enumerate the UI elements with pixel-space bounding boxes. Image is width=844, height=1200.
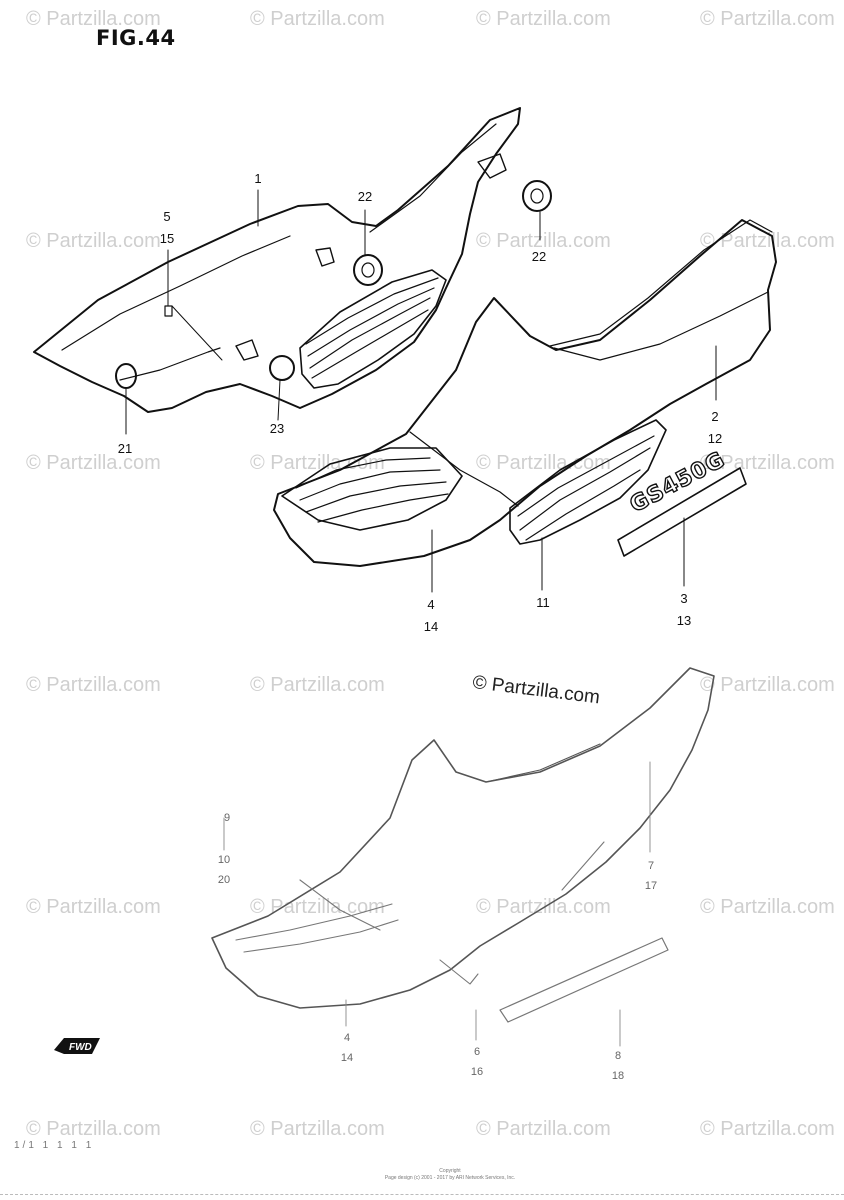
figure-title: FIG.44 [96, 26, 176, 50]
callout-number: 4 [343, 1032, 351, 1044]
callout-number: 3 [680, 591, 688, 606]
callout-number: 22 [531, 249, 547, 264]
vent-louver-lower [281, 447, 463, 531]
forward-direction-arrow-icon: FWD [52, 1034, 102, 1058]
callout-22a: 22 [350, 186, 380, 208]
callout-21: 21 [110, 438, 140, 460]
watermark: © Partzilla.com [26, 674, 161, 696]
callout-number: 20 [217, 874, 231, 886]
watermark: © Partzilla.com [700, 896, 835, 918]
watermark: © Partzilla.com [476, 1118, 611, 1140]
callout-number: 23 [269, 421, 285, 436]
callout-number: 4 [427, 597, 435, 612]
callout-number: 6 [473, 1046, 481, 1058]
grommet-23 [269, 355, 295, 381]
callout-number: 18 [611, 1070, 625, 1082]
callout-9: 9 [212, 808, 242, 828]
callout-number: 15 [159, 231, 175, 246]
watermark: © Partzilla.com [250, 1118, 385, 1140]
callout-number: 14 [423, 619, 439, 634]
watermark: © Partzilla.com [250, 896, 385, 918]
grommet-22a [353, 254, 383, 286]
callout-number: 10 [217, 854, 231, 866]
callout-23: 23 [262, 418, 292, 440]
watermark: © Partzilla.com [250, 674, 385, 696]
watermark: © Partzilla.com [26, 8, 161, 30]
watermark: © Partzilla.com [476, 452, 611, 474]
watermark: © Partzilla.com [26, 896, 161, 918]
watermark: © Partzilla.com [476, 230, 611, 252]
callout-number: 17 [644, 880, 658, 892]
seat-tail-cowl-faint [211, 667, 715, 1009]
callout-number: 5 [163, 209, 171, 224]
callout-11: 11 [528, 592, 558, 614]
callout-number: 12 [707, 431, 723, 446]
callout-number: 2 [711, 409, 719, 424]
grommet-22b [522, 180, 552, 212]
watermark: © Partzilla.com [700, 230, 835, 252]
watermark: © Partzilla.com [476, 8, 611, 30]
copyright-footer: Copyright Page design (c) 2001 - 2017 by… [300, 1168, 600, 1182]
callout-number: 22 [357, 189, 373, 204]
callout-number: 16 [470, 1066, 484, 1078]
callout-number: 9 [223, 812, 231, 824]
fwd-label: FWD [69, 1042, 92, 1053]
watermark: © Partzilla.com [700, 452, 835, 474]
watermark: © Partzilla.com [26, 1118, 161, 1140]
watermark: © Partzilla.com [26, 452, 161, 474]
vent-louver-right [509, 419, 667, 545]
callout-number: 21 [117, 441, 133, 456]
watermark: © Partzilla.com [26, 230, 161, 252]
callout-number: 13 [676, 613, 692, 628]
copyright-line: Copyright [439, 1168, 461, 1174]
emblem-gs450g [617, 467, 747, 557]
callout-22b: 22 [524, 246, 554, 268]
frame-cover-left [33, 107, 521, 413]
watermark: © Partzilla.com [700, 8, 835, 30]
callout-number: 11 [536, 595, 550, 610]
watermark: © Partzilla.com [250, 452, 385, 474]
page-ref: 1/1 1 1 1 1 [14, 1140, 95, 1151]
watermark: © Partzilla.com [700, 1118, 835, 1140]
callout-1: 1 [243, 168, 273, 190]
copyright-line: Page design (c) 2001 - 2017 by ARI Netwo… [384, 1175, 516, 1181]
seat-tail-cowl [273, 219, 777, 567]
callout-number: 1 [254, 171, 262, 186]
emblem-faint [499, 937, 669, 1023]
callout-number: 7 [647, 860, 655, 872]
grommet-21 [115, 363, 137, 389]
callout-6-16: 6 16 [462, 1042, 492, 1082]
vent-louver-left [299, 269, 447, 389]
callout-8-18: 8 18 [603, 1046, 633, 1086]
callout-number: 8 [614, 1050, 622, 1062]
callout-7-17: 7 17 [636, 856, 666, 896]
callout-4-14-lower: 4 14 [332, 1028, 362, 1068]
callout-number: 14 [340, 1052, 354, 1064]
callout-10-20: 10 20 [209, 850, 239, 890]
bottom-divider [0, 1194, 844, 1195]
watermark: © Partzilla.com [250, 8, 385, 30]
watermark: © Partzilla.com [700, 674, 835, 696]
